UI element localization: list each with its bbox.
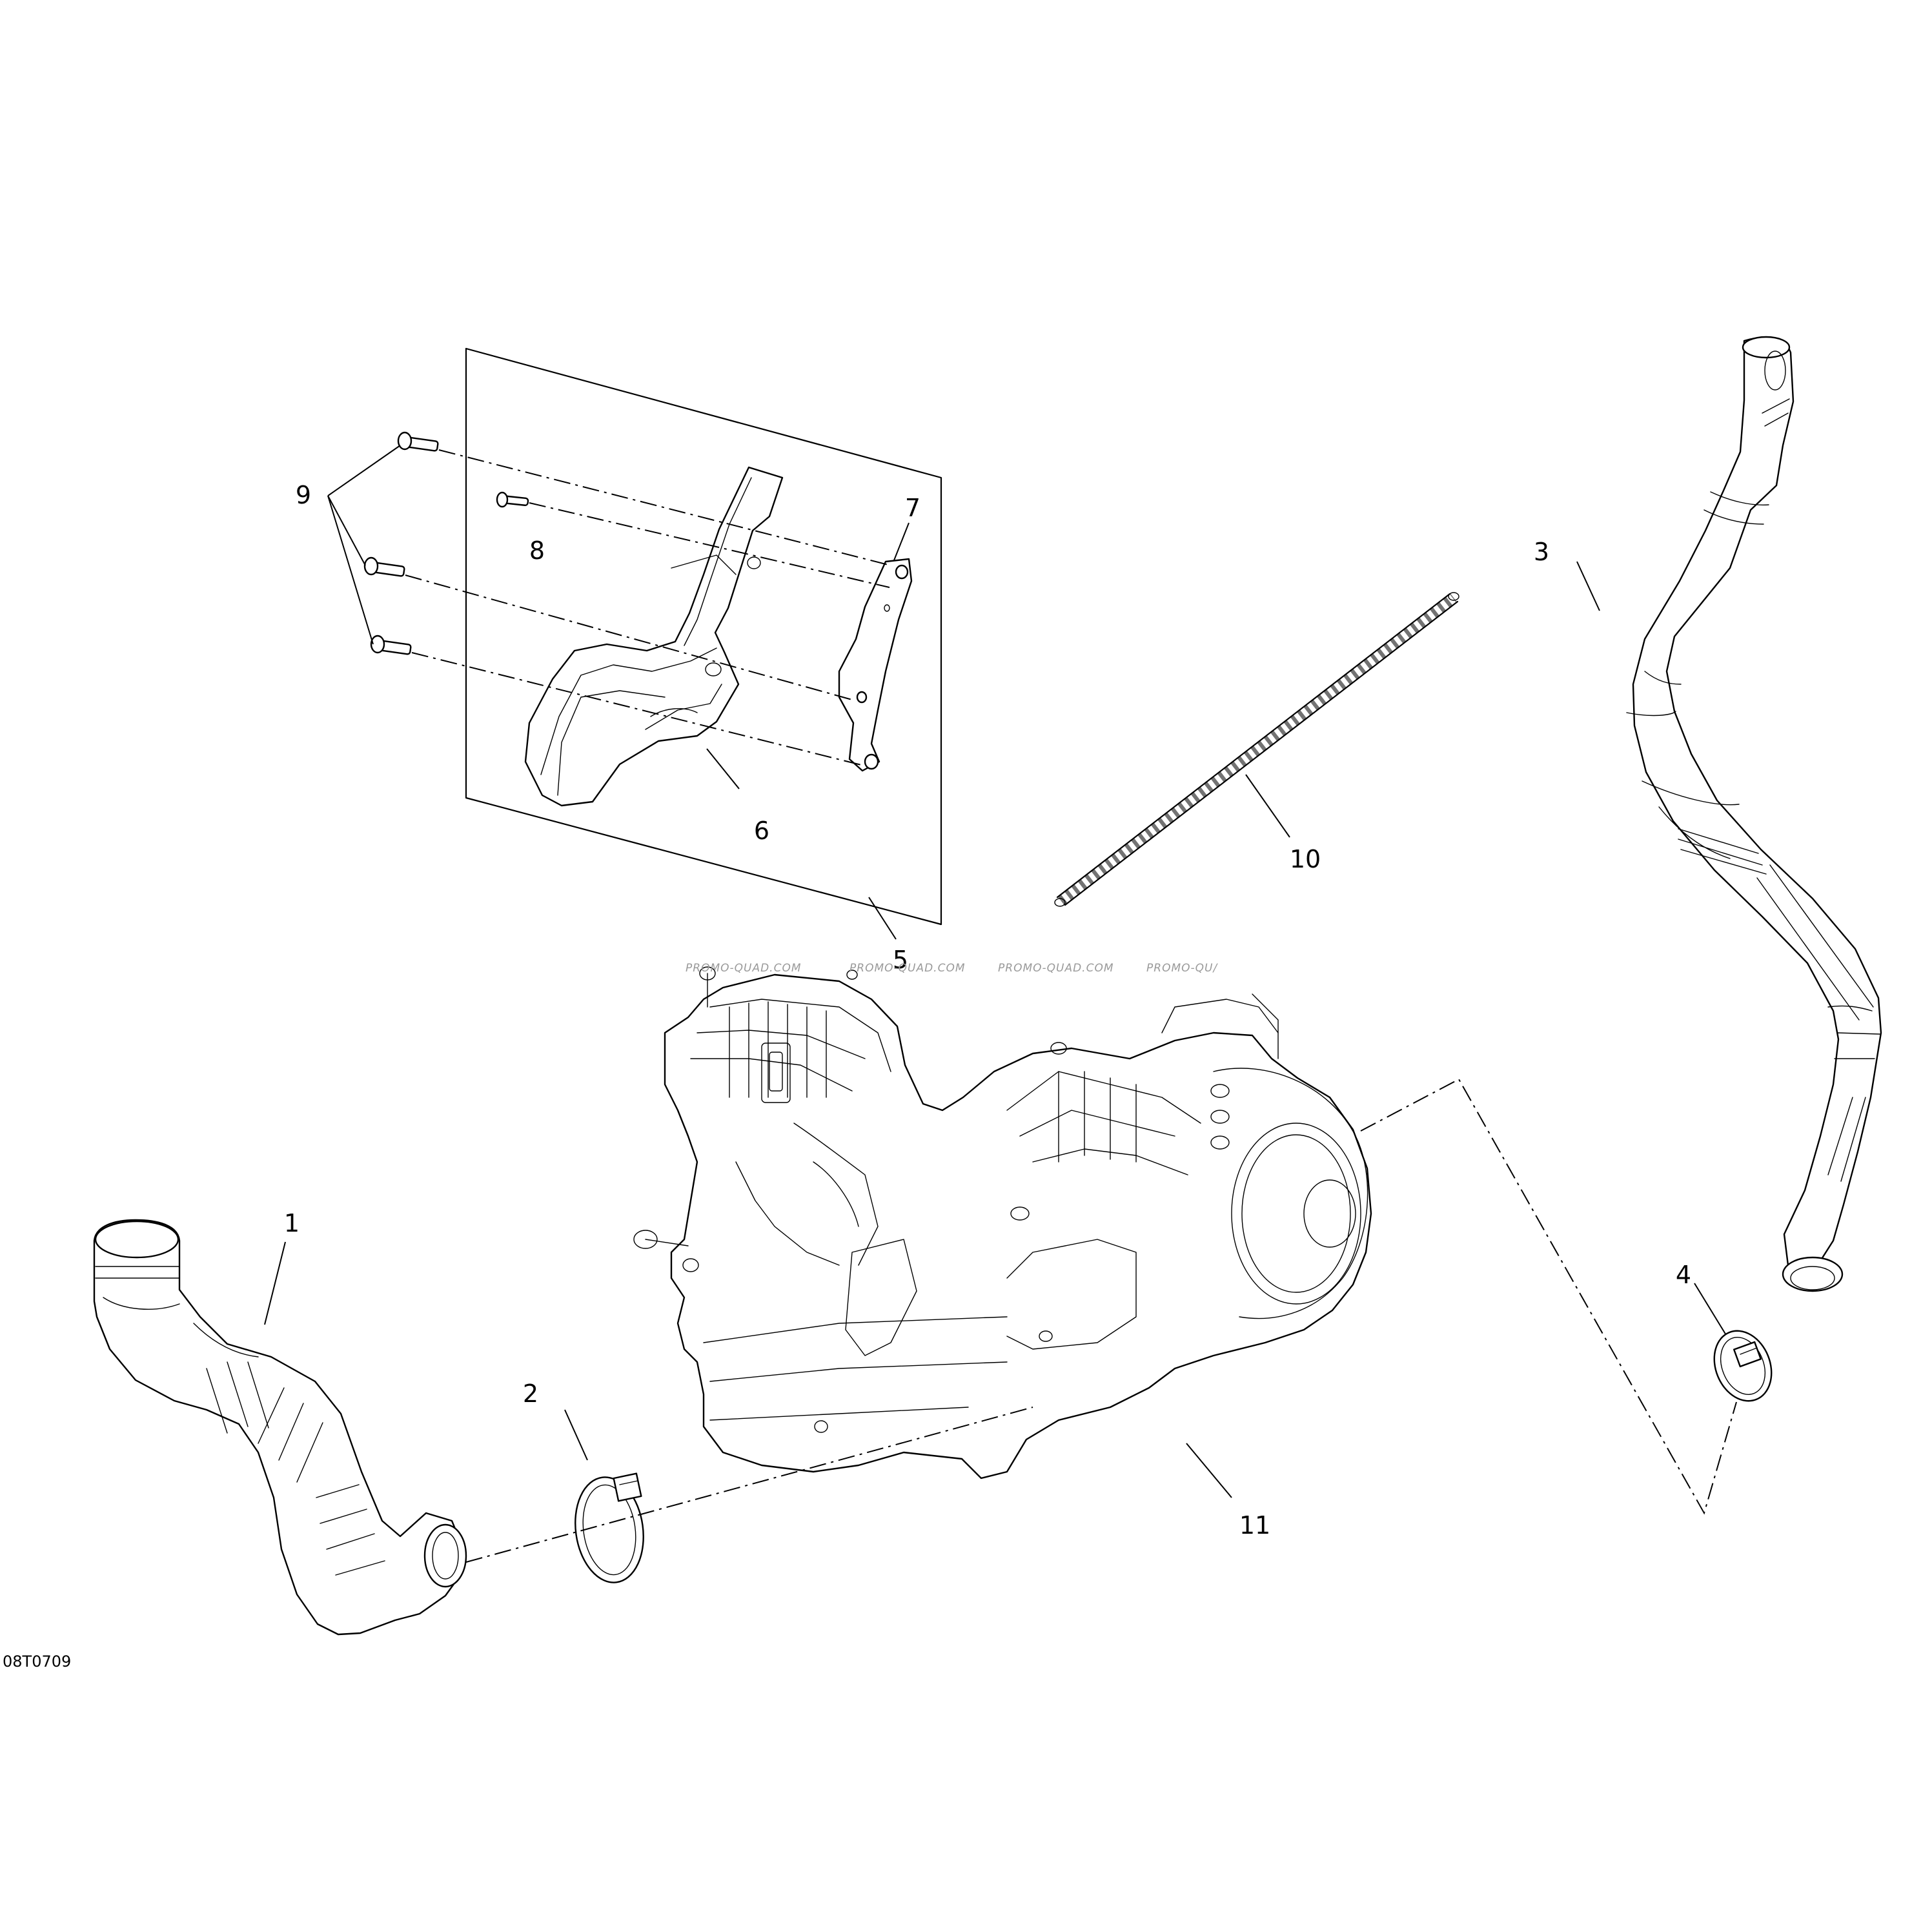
callout-10: 10 <box>1290 845 1321 873</box>
callout-2: 2 <box>523 1379 538 1408</box>
callout-9: 9 <box>296 481 311 509</box>
watermark-4: PROMO-QU/ <box>1146 962 1218 975</box>
bolt-bottom <box>370 635 412 655</box>
hose-clamp-left <box>575 1472 644 1583</box>
callout-11: 11 <box>1239 1511 1270 1540</box>
air-tube-rear <box>1626 336 1882 1292</box>
bolt-set <box>363 431 439 655</box>
figure-id: 08T0709 <box>3 1652 71 1671</box>
bolt-top <box>397 431 439 452</box>
watermarks: PROMO-QUAD.COM PROMO-QUAD.COM PROMO-QUAD… <box>686 962 1218 975</box>
callout-6: 6 <box>754 817 769 845</box>
callout-4: 4 <box>1676 1261 1691 1289</box>
drive-chain <box>1054 592 1459 907</box>
assembly-lines-engine <box>465 1078 1737 1563</box>
assembly-lines-guard <box>405 449 891 766</box>
callout-1: 1 <box>284 1209 300 1237</box>
watermark-3: PROMO-QUAD.COM <box>998 962 1114 975</box>
callout-7: 7 <box>905 494 920 522</box>
bracket-plate <box>838 558 913 772</box>
chain-guard <box>524 466 784 807</box>
pin <box>496 491 529 508</box>
engine <box>633 966 1372 1480</box>
hose-clamp-right <box>1713 1330 1773 1402</box>
air-tube-front <box>93 1219 467 1636</box>
callout-5: 5 <box>893 946 908 974</box>
callout-8: 8 <box>529 536 545 565</box>
leader-lines <box>264 445 1731 1498</box>
callout-labels: 1 2 3 4 5 6 7 8 9 10 11 <box>284 481 1691 1540</box>
watermark-1: PROMO-QUAD.COM <box>686 962 802 975</box>
watermark-2: PROMO-QUAD.COM <box>849 962 966 975</box>
guard-kit-panel <box>465 347 942 926</box>
callout-3: 3 <box>1534 538 1549 566</box>
bolt-middle <box>363 556 405 577</box>
